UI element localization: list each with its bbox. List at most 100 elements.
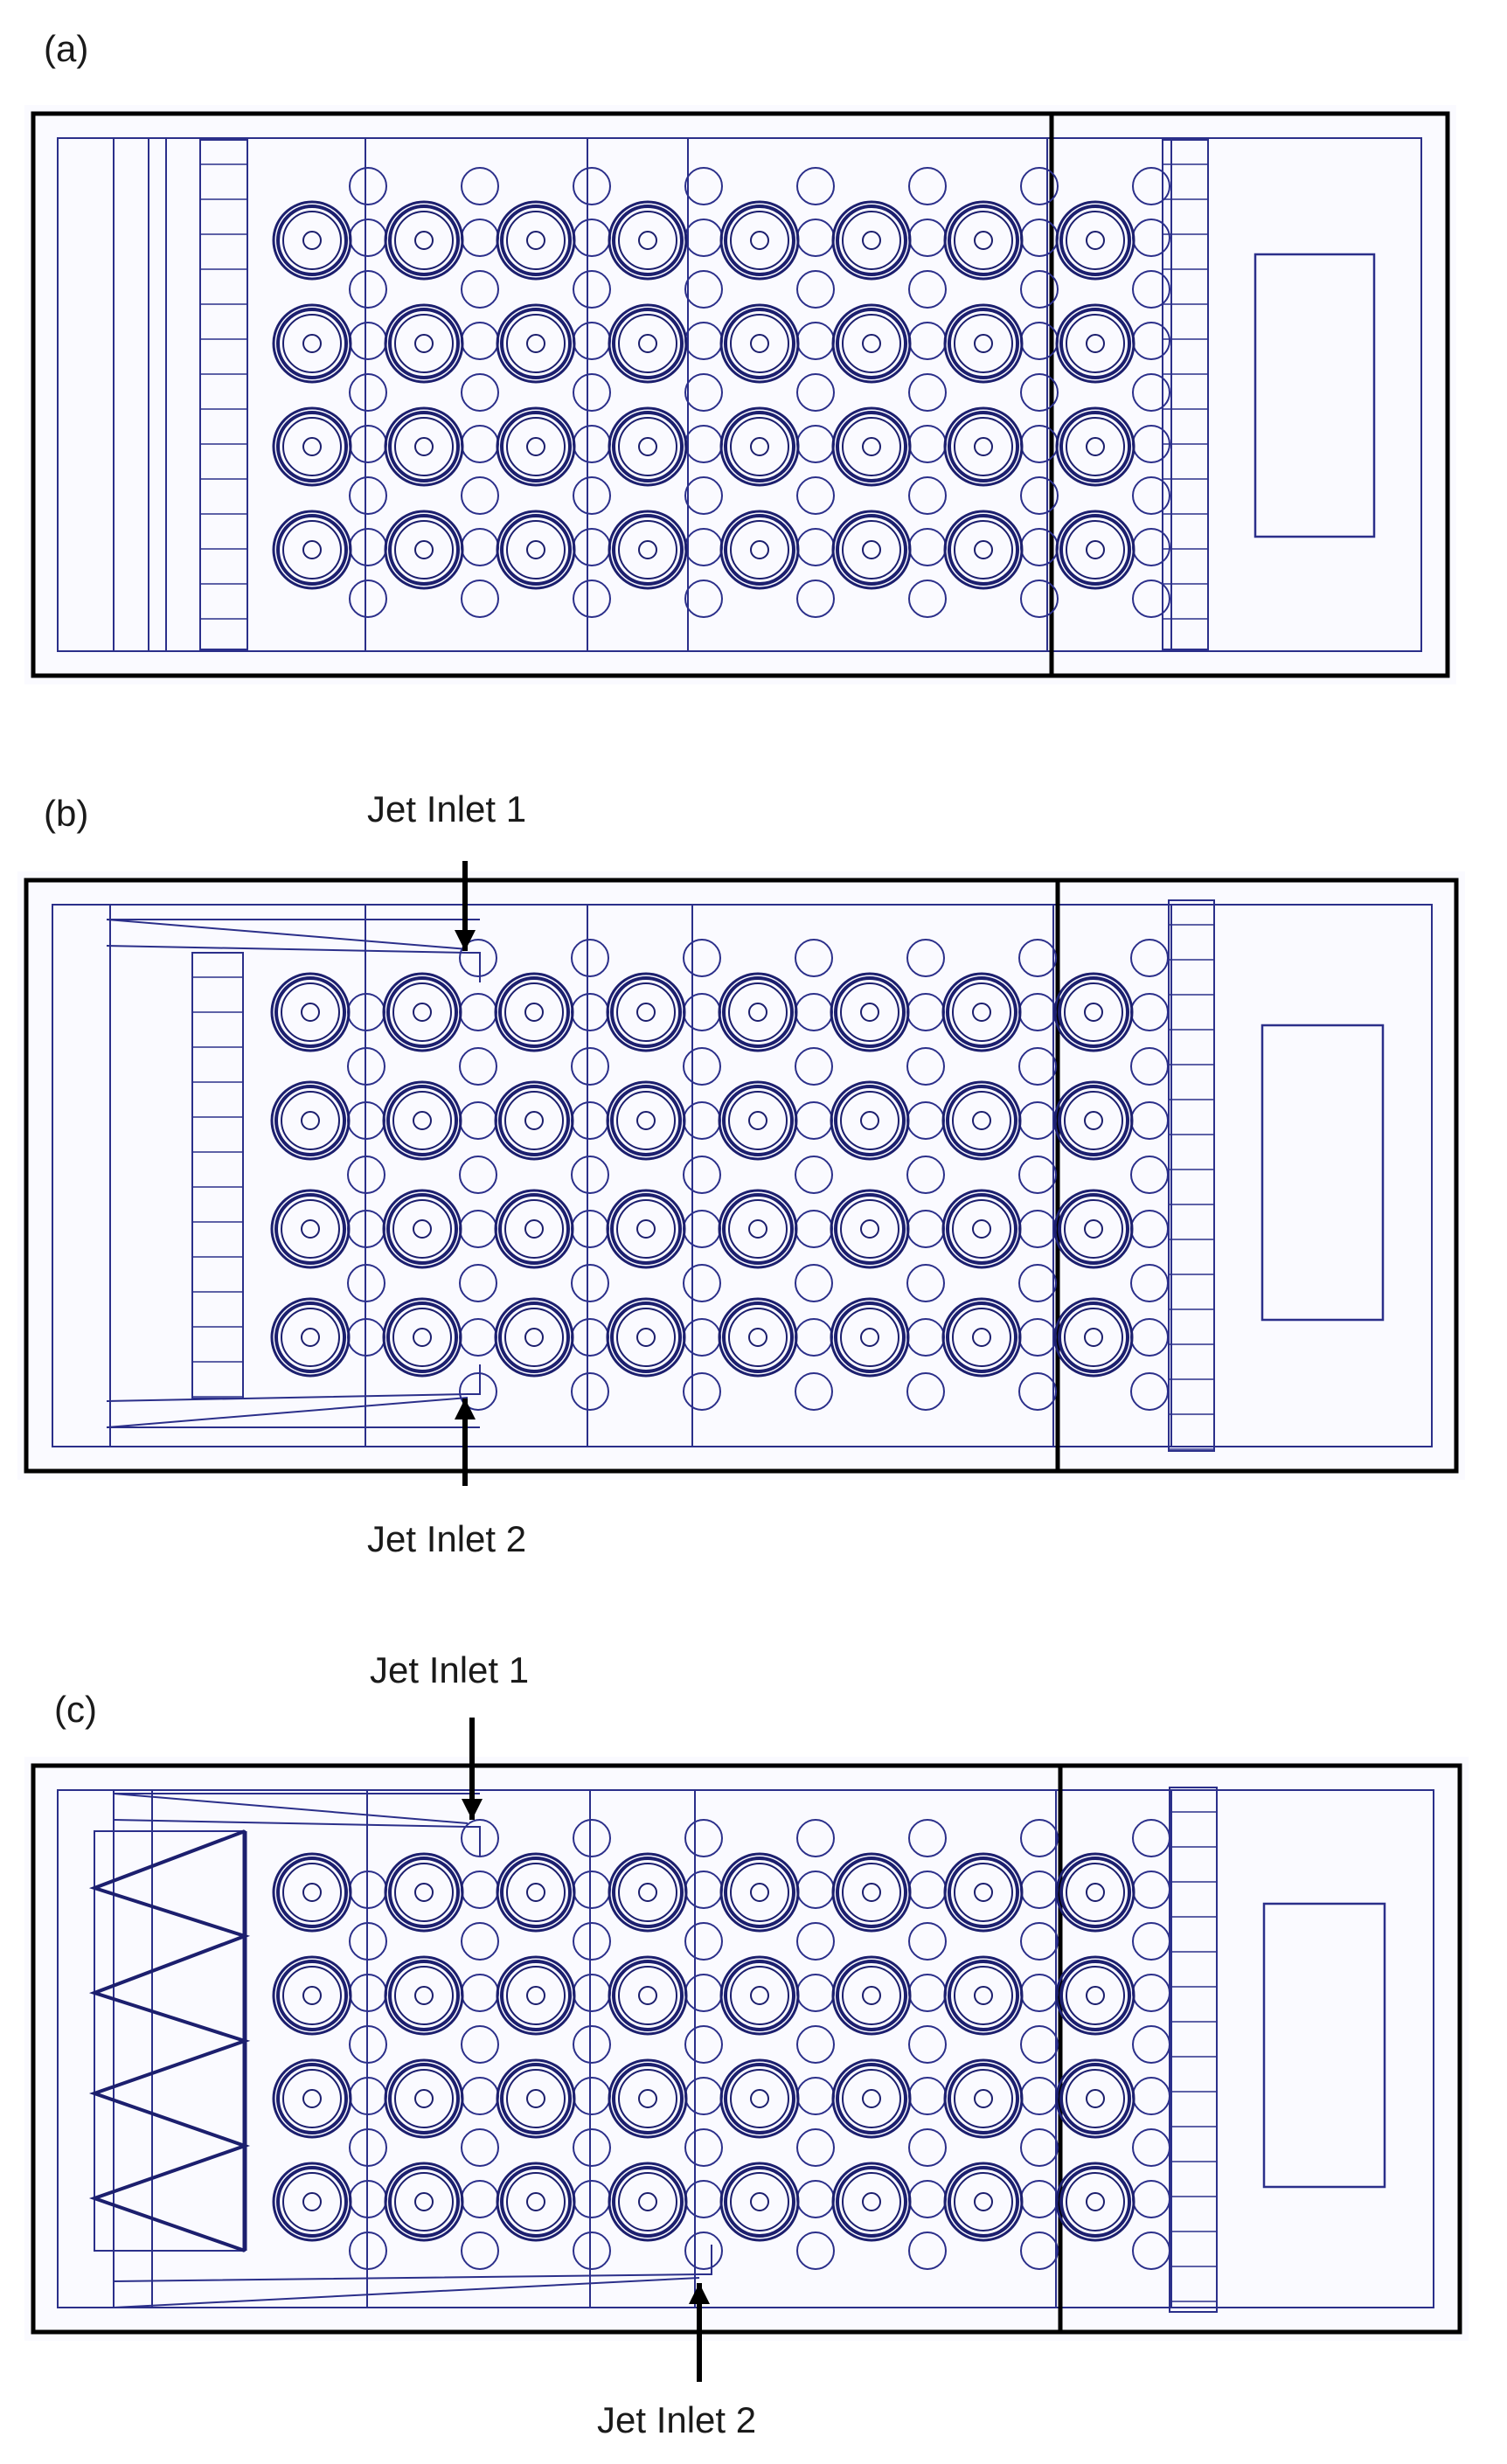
post [349,270,387,309]
pin-fin-ring [612,514,684,586]
panel-b-jet-inlet-2-label: Jet Inlet 2 [367,1518,526,1559]
pin-fin-center [1086,540,1105,559]
pin-fin-outer-ring [608,2162,688,2242]
post [683,1264,721,1302]
pin-fin-inner-ring [394,520,454,580]
pin-fin-center [414,540,434,559]
pin-fin-center [1086,437,1105,456]
post [795,1047,833,1086]
panel-c-jet-inlet-1-label: Jet Inlet 1 [370,1649,529,1690]
pin-fin-outer-ring [1055,1955,1135,2036]
pin-fin-outer-ring [496,2162,576,2242]
pin-fin [496,1852,576,1933]
pin-fin-ring [388,2063,460,2134]
panel-background [17,871,1465,1480]
pin-fin-ring [500,411,572,482]
arrow-head [455,1399,476,1419]
pin-fin [719,200,800,281]
pin-fin-inner-ring [730,520,789,580]
pin-fin-outer-ring [830,1189,910,1269]
pin-fin-ring [274,1085,346,1156]
post [906,1156,945,1194]
pin-fin [943,2058,1024,2139]
post [908,476,947,515]
pin-fin-center [636,1219,656,1239]
post [1020,167,1059,205]
pin-fin-inner-ring [1064,982,1123,1042]
pin-fin-ring [1059,411,1131,482]
post [1020,2231,1059,2270]
pin-fin-center [750,334,769,353]
arrow-head [689,2283,710,2304]
pin-fin-inner-ring [281,1308,340,1367]
pin-fin-outer-ring [384,303,464,384]
pin-fin-outer-ring [494,1189,574,1269]
post [1020,270,1059,309]
pin-fin-center [860,1003,879,1022]
pin-fin-ring [386,976,458,1048]
pin-fin [272,303,352,384]
pin-fin-inner-ring [506,314,566,373]
pin-fin-outer-ring [1053,1297,1134,1378]
pin-fin [831,2162,912,2242]
pin-fin-inner-ring [618,1863,677,1922]
pin-fin [1053,1189,1134,1269]
panel-a-drawing [24,105,1456,684]
pin-fin-ring [948,308,1019,379]
pin-fin-inner-ring [506,2172,566,2231]
pin-fin-center [862,540,881,559]
outlet-port [1254,253,1376,538]
pin-fin-outer-ring [496,2058,576,2139]
post [1020,1819,1059,1857]
pin-fin-ring [388,308,460,379]
pin-fin-outer-ring [494,1080,574,1161]
pin-fin-ring [722,1085,794,1156]
pin-fin [608,1955,688,2036]
pin-fin-center [750,437,769,456]
pin-fin [494,1080,574,1161]
pin-fin [606,1297,686,1378]
pin-fin [382,972,462,1052]
post [1130,1156,1169,1194]
post [1020,476,1059,515]
post [684,580,723,618]
pin-fin-center [413,1111,432,1130]
post [684,270,723,309]
post [461,476,499,515]
outlet-port [1260,1024,1385,1322]
pin-fin-ring [612,2166,684,2238]
pin-fin-outer-ring [496,303,576,384]
pin-fin-center [636,1003,656,1022]
pin-fin-inner-ring [618,417,677,476]
post [1132,270,1170,309]
pin-fin-center [414,2192,434,2211]
pin-fin-ring [1058,1301,1129,1373]
pin-fin-inner-ring [282,1863,342,1922]
post [459,939,497,977]
post [796,270,835,309]
jet-channel-wall [106,945,481,982]
pin-fin-ring [388,205,460,276]
pin-fin [272,2162,352,2242]
pin-fin-inner-ring [1066,2069,1125,2128]
pin-fin-ring [946,976,1017,1048]
pin-fin-inner-ring [952,1091,1011,1150]
post [573,270,611,309]
zigzag-insert [88,1829,251,2252]
pin-fin [382,1080,462,1161]
post [1132,476,1170,515]
pin-fin-outer-ring [831,303,912,384]
pin-fin-inner-ring [842,2069,901,2128]
pin-fin-inner-ring [394,2172,454,2231]
post [795,939,833,977]
post [1020,373,1059,412]
pin-fin-inner-ring [954,1863,1013,1922]
pin-fin-ring [386,1193,458,1265]
pin-fin-inner-ring [504,982,564,1042]
pin-fin-center [750,540,769,559]
panel-b: (b) Jet Inlet 1 Jet Inlet 2 [17,788,1465,1559]
pin-fin-center [974,1986,993,2005]
pin-fin-inner-ring [282,1966,342,2025]
pin-fin-inner-ring [952,1308,1011,1367]
pin-fin-center [1086,1883,1105,1902]
